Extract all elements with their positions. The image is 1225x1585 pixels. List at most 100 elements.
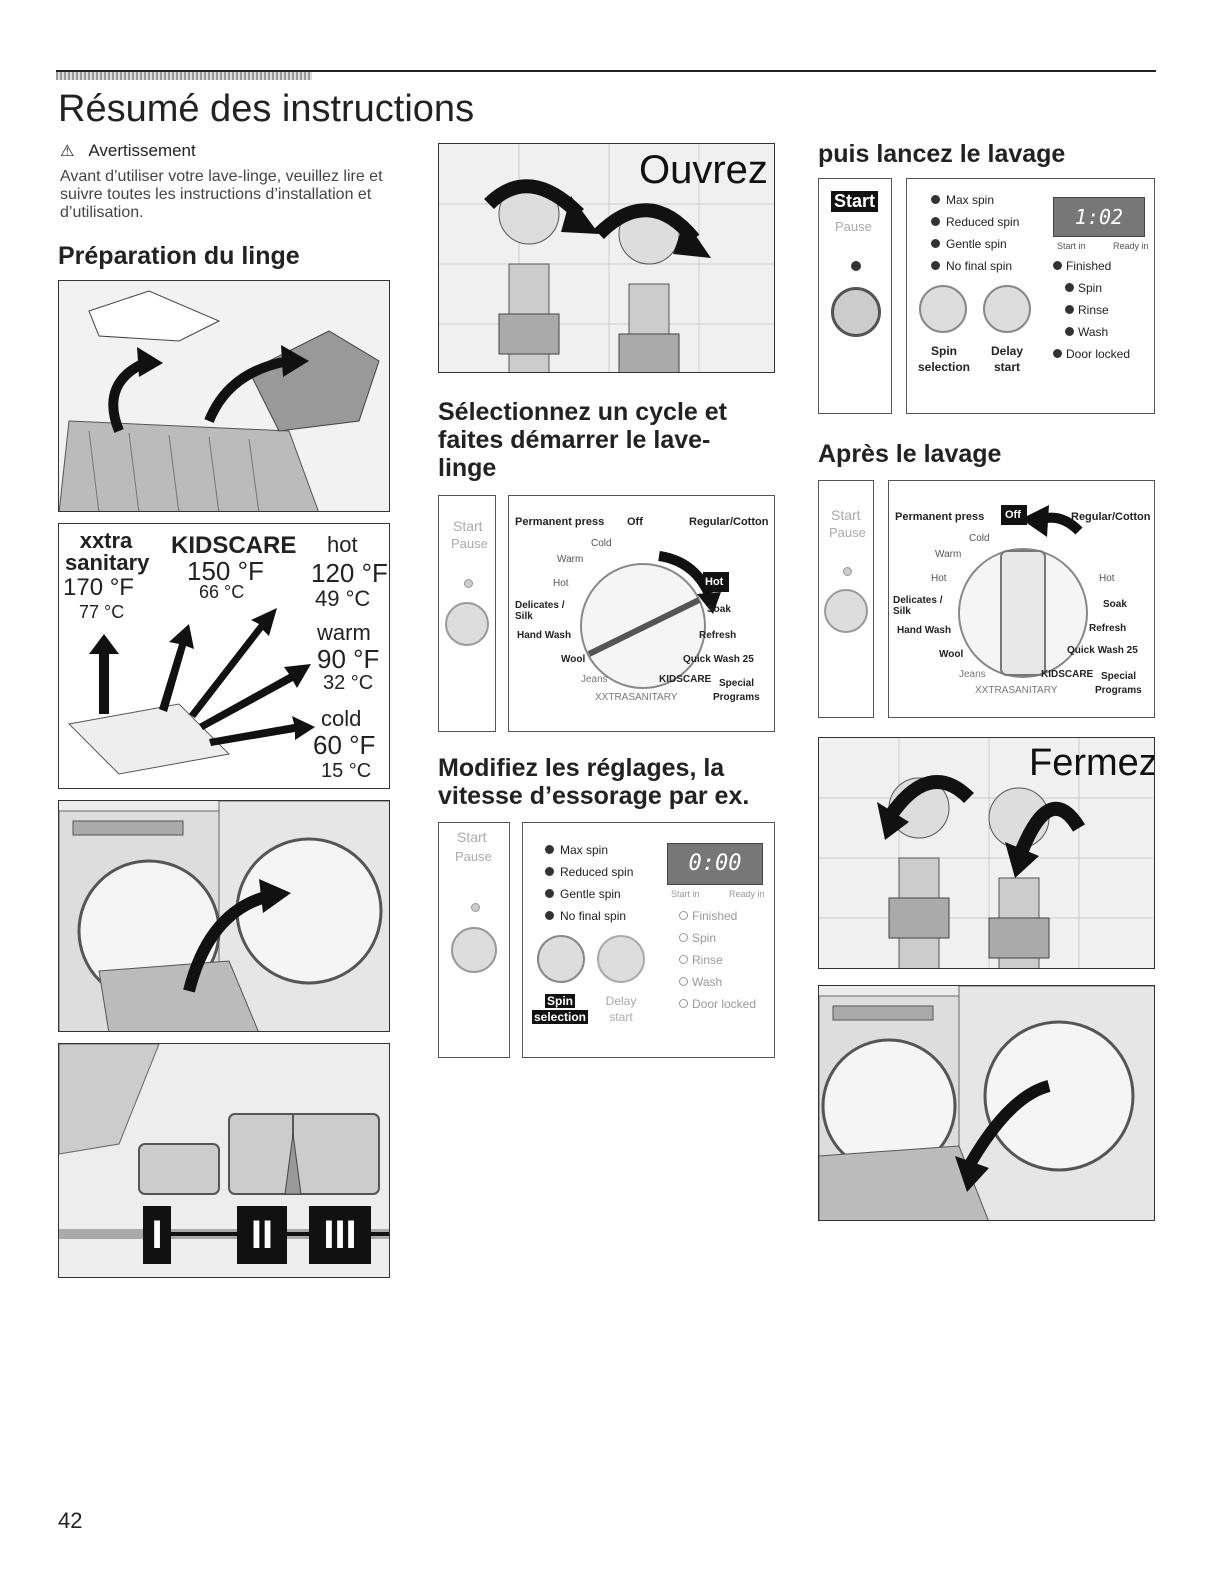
start-indicator-led xyxy=(843,567,852,576)
dial-hot-selected: Hot xyxy=(705,576,724,588)
open-taps-label: Ouvrez xyxy=(639,148,768,192)
warning-label: Avertissement xyxy=(88,141,196,160)
dial-panel-select: Start Pause Permanent press Off Regular/… xyxy=(438,495,775,732)
dial-hot: Hot xyxy=(931,573,947,584)
spin-option-max[interactable]: Max spin xyxy=(931,189,1019,211)
options-panel: Max spin Reduced spin Gentle spin No fin… xyxy=(906,178,1155,414)
dial-permanent-press: Permanent press xyxy=(515,516,605,528)
dial-soak: Soak xyxy=(1103,599,1127,610)
open-taps-illustration: Ouvrez xyxy=(438,143,775,373)
spin-selection-button[interactable] xyxy=(919,285,967,333)
temp-xxtra: xxtra xyxy=(79,528,133,553)
section-title-after-wash: Après le lavage xyxy=(818,440,1002,468)
dial-xxtra-sanitary: XXTRASANITARY xyxy=(975,685,1058,696)
dial-warm: Warm xyxy=(935,549,962,560)
dial-special: Special xyxy=(719,678,755,689)
warning-heading: ⚠ Avertissement xyxy=(60,141,196,161)
dial-xxtra-sanitary: XXTRASANITARY xyxy=(595,692,678,703)
start-indicator-led xyxy=(851,261,861,271)
temp-hot: hot xyxy=(327,532,358,557)
start-pause-strip: Start Pause xyxy=(818,178,892,414)
dial-wool: Wool xyxy=(561,654,586,665)
dial-kidscare: KIDSCARE xyxy=(659,674,712,685)
spin-selection-label: Spin selection xyxy=(531,994,589,1024)
start-pause-button[interactable] xyxy=(824,589,868,633)
status-finished: Finished xyxy=(679,905,756,927)
time-display: 0:00 xyxy=(667,843,763,885)
start-pause-button[interactable] xyxy=(445,602,489,646)
dial-permanent-press: Permanent press xyxy=(895,511,985,523)
status-rinse: Rinse xyxy=(1053,299,1130,321)
compartment-label-i: I xyxy=(151,1213,163,1257)
spin-option-reduced[interactable]: Reduced spin xyxy=(931,211,1019,233)
ready-in-label: Ready in xyxy=(1113,241,1149,251)
start-label: Start xyxy=(453,518,483,534)
dial-jeans: Jeans xyxy=(581,674,608,685)
dial-refresh: Refresh xyxy=(1089,623,1127,634)
temperature-guide: xxtra sanitary 170 °F 77 °C KIDSCARE 150… xyxy=(58,523,390,789)
temp-kidscare-c: 66 °C xyxy=(199,582,245,602)
dial-regular-cotton: Regular/Cotton xyxy=(689,516,769,528)
delay-start-button[interactable] xyxy=(983,285,1031,333)
dial-delicates-silk: Delicates / Silk xyxy=(893,595,943,617)
start-in-label: Start in xyxy=(671,889,700,899)
delay-start-button[interactable] xyxy=(597,935,645,983)
status-rinse: Rinse xyxy=(679,949,756,971)
options-panel: Max spin Reduced spin Gentle spin No fin… xyxy=(522,822,775,1058)
dial-hot: Hot xyxy=(553,578,569,589)
spin-options-list: Max spin Reduced spin Gentle spin No fin… xyxy=(931,189,1019,277)
start-pause-strip: Start Pause xyxy=(438,495,496,732)
dial-programs: Programs xyxy=(713,692,760,703)
status-list: Finished Spin Rinse Wash Door locked xyxy=(679,905,756,1015)
dial-hand-wash: Hand Wash xyxy=(517,630,572,641)
temp-sanitary-f: 170 °F xyxy=(63,574,134,601)
page-title: Résumé des instructions xyxy=(58,88,475,130)
status-door-locked: Door locked xyxy=(679,993,756,1015)
start-label-highlighted: Start xyxy=(831,191,879,212)
status-wash: Wash xyxy=(679,971,756,993)
dial-panel-off: Start Pause Permanent press Off Regular/… xyxy=(818,480,1155,718)
spin-selection-button[interactable] xyxy=(537,935,585,983)
spin-option-reduced[interactable]: Reduced spin xyxy=(545,861,633,883)
pause-label: Pause xyxy=(455,849,492,864)
close-taps-illustration: Fermez xyxy=(818,737,1155,969)
delay-start-label: Delay start xyxy=(990,344,1024,374)
dial-kidscare: KIDSCARE xyxy=(1041,669,1094,680)
status-door-locked: Door locked xyxy=(1053,343,1130,365)
start-label: Start xyxy=(831,507,861,523)
start-pause-button[interactable] xyxy=(831,287,881,337)
dial-jeans: Jeans xyxy=(959,669,986,680)
start-pause-button[interactable] xyxy=(451,927,497,973)
status-wash: Wash xyxy=(1053,321,1130,343)
status-spin: Spin xyxy=(1053,277,1130,299)
dial-hand-wash: Hand Wash xyxy=(897,625,952,636)
header-hatch xyxy=(56,72,312,80)
temp-kidscare: KIDSCARE xyxy=(171,532,297,559)
spin-options-list: Max spin Reduced spin Gentle spin No fin… xyxy=(545,839,633,927)
spin-option-max[interactable]: Max spin xyxy=(545,839,633,861)
temp-warm: warm xyxy=(317,620,371,645)
temp-sanitary-c: 77 °C xyxy=(79,602,125,622)
dial-wool: Wool xyxy=(939,649,964,660)
temp-sanitary: sanitary xyxy=(65,550,150,575)
spin-selection-label: Spin selection xyxy=(917,344,971,374)
status-spin: Spin xyxy=(679,927,756,949)
spin-option-gentle[interactable]: Gentle spin xyxy=(545,883,633,905)
compartment-label-ii: II xyxy=(250,1213,274,1257)
dial-cold: Cold xyxy=(969,533,990,544)
dial-delicates-silk: Delicates / Silk xyxy=(515,600,565,622)
spin-option-gentle[interactable]: Gentle spin xyxy=(931,233,1019,255)
spin-option-no-final[interactable]: No final spin xyxy=(545,905,633,927)
section-title-start-wash: puis lancez le lavage xyxy=(818,140,1066,168)
section-title-preparation: Préparation du linge xyxy=(58,242,300,270)
dial-soak: Soak xyxy=(707,604,731,615)
unload-washer-illustration xyxy=(818,985,1155,1221)
dial-special: Special xyxy=(1101,671,1137,682)
start-pause-strip: Start Pause xyxy=(818,480,874,718)
dial-programs: Programs xyxy=(1095,685,1142,696)
dial-quick-wash: Quick Wash 25 xyxy=(683,654,754,665)
close-taps-label: Fermez xyxy=(1029,742,1155,784)
section-title-select-cycle: Sélectionnez un cycle et faites démarrer… xyxy=(438,398,727,482)
dial-regular-cotton: Regular/Cotton xyxy=(1071,511,1151,523)
spin-option-no-final[interactable]: No final spin xyxy=(931,255,1019,277)
